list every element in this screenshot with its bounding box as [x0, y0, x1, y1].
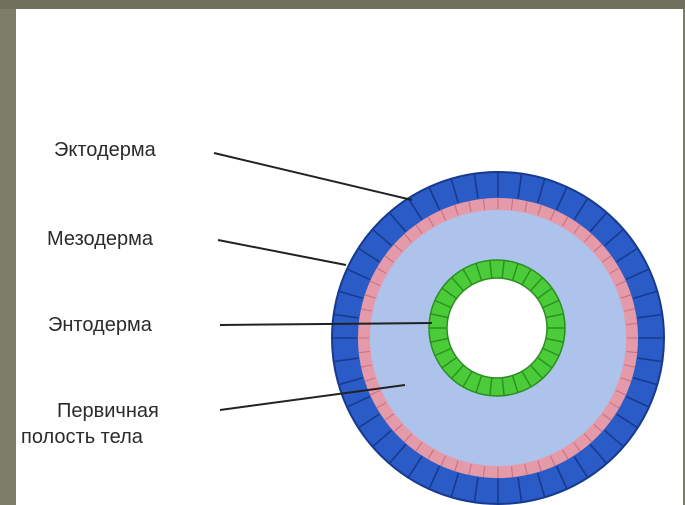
- ectoderm-label: Эктодерма: [54, 139, 157, 161]
- cavity-label-line2: полость тела: [21, 426, 144, 448]
- mesoderm-leader-line: [218, 240, 346, 265]
- endoderm-label: Энтодерма: [48, 314, 153, 336]
- ectoderm-leader-line: [214, 153, 412, 200]
- gut-lumen: [447, 278, 547, 378]
- mesoderm-label: Мезодерма: [47, 228, 154, 250]
- cavity-label-line1: Первичная: [57, 400, 159, 422]
